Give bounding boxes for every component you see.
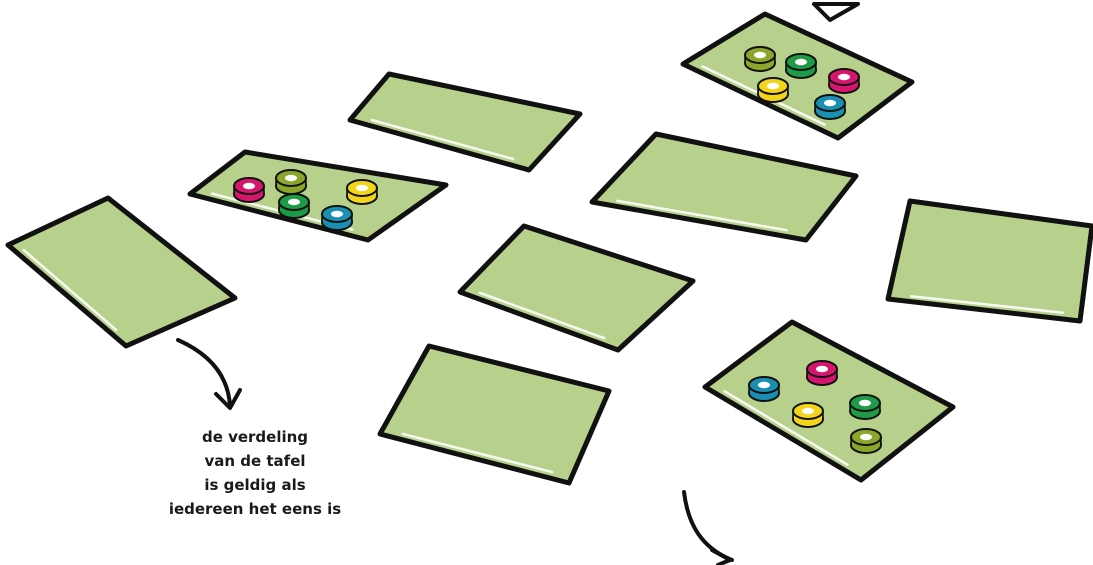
- token-teal-icon: [748, 376, 780, 402]
- token-magenta-icon: [806, 360, 838, 386]
- token-magenta-icon: [828, 68, 860, 94]
- caption-line-2: van de tafel: [204, 452, 306, 470]
- caption-line-3: is geldig als: [204, 476, 306, 494]
- token-magenta-icon: [233, 177, 265, 203]
- token-green-icon: [278, 193, 310, 219]
- card-center: [457, 223, 696, 353]
- card-far-right: [885, 198, 1093, 324]
- token-green-icon: [785, 53, 817, 79]
- arrow-bottom-icon: [682, 490, 734, 565]
- token-olive-icon: [850, 428, 882, 454]
- token-teal-icon: [814, 94, 846, 120]
- card-bottom-right: [702, 319, 956, 483]
- token-teal-icon: [321, 205, 353, 231]
- token-yellow-icon: [757, 77, 789, 103]
- caption-line-1: de verdeling: [201, 428, 309, 446]
- token-yellow-icon: [792, 402, 824, 428]
- tokens-layer: [233, 46, 882, 454]
- triangle-marker-icon: [812, 2, 860, 22]
- cards-layer: [5, 11, 1093, 486]
- validity-caption: de verdeling van de tafel is geldig als …: [140, 425, 370, 521]
- token-green-icon: [849, 394, 881, 420]
- card-left-with-tokens: [187, 149, 449, 243]
- caption-line-4: iedereen het eens is: [168, 500, 342, 518]
- card-bottom-center: [377, 343, 612, 486]
- arrow-left-icon: [176, 338, 242, 410]
- card-center-right: [589, 131, 859, 243]
- card-far-left: [5, 195, 238, 349]
- token-olive-icon: [275, 169, 307, 195]
- token-yellow-icon: [346, 179, 378, 205]
- card-top-center: [347, 71, 583, 173]
- token-olive-icon: [744, 46, 776, 72]
